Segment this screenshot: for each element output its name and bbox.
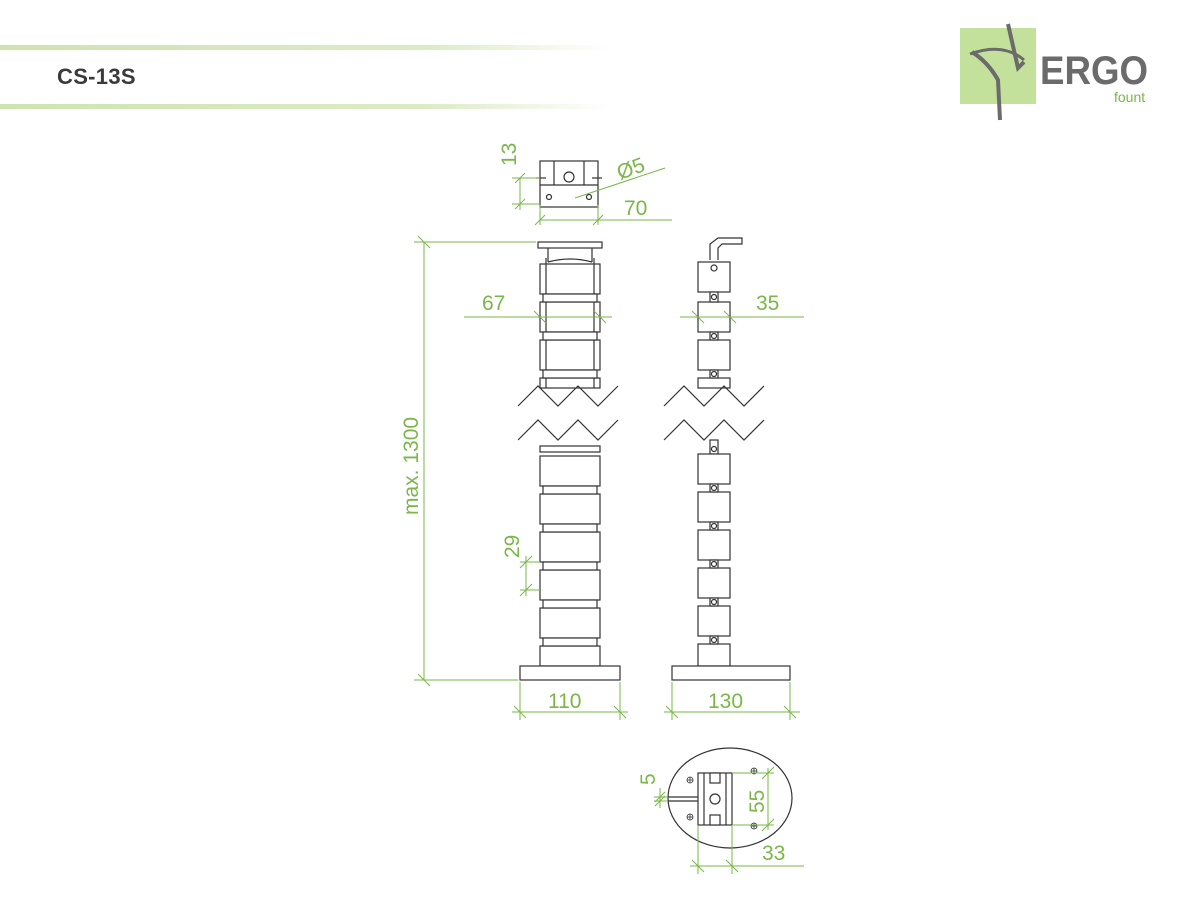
base-center-hole bbox=[709, 793, 721, 805]
dim-base-width-front: 110 bbox=[548, 690, 581, 713]
dim-base-plate-height: 55 bbox=[746, 790, 769, 813]
base-plate-view bbox=[667, 747, 793, 849]
top-cap-view bbox=[536, 160, 602, 208]
front-dimensions bbox=[414, 235, 628, 720]
logo-figure-icon bbox=[1006, 23, 1026, 72]
front-segments-upper bbox=[539, 258, 601, 389]
side-dimensions bbox=[664, 310, 804, 720]
logo-arc-icon bbox=[969, 47, 1025, 62]
cap-center-hole bbox=[563, 171, 575, 183]
front-view bbox=[517, 241, 621, 681]
dim-segment-width: 67 bbox=[482, 292, 505, 315]
dim-base-width-side: 130 bbox=[708, 690, 743, 713]
top-cap-dimensions bbox=[512, 167, 672, 226]
product-code-title: CS-13S bbox=[57, 64, 136, 89]
dim-max-height: max. 1300 bbox=[400, 417, 423, 515]
side-view bbox=[663, 237, 791, 681]
dim-top-width: 70 bbox=[624, 197, 647, 220]
logo-sub-text: fount bbox=[1114, 89, 1145, 105]
side-segments-lower bbox=[697, 439, 731, 667]
side-segments-upper bbox=[697, 261, 731, 389]
logo-brand-text: ERGO bbox=[1040, 49, 1148, 93]
dim-base-plate-width: 33 bbox=[762, 842, 785, 865]
header-band-top bbox=[0, 45, 610, 50]
front-segments-lower bbox=[539, 445, 601, 667]
dim-hole-diameter: Ø5 bbox=[614, 154, 648, 185]
ergo-fount-logo: ERGO fount bbox=[960, 23, 1148, 121]
logo-swoosh-icon bbox=[970, 50, 1002, 121]
side-base bbox=[671, 665, 791, 681]
dim-segment-pitch: 29 bbox=[501, 535, 524, 558]
front-base bbox=[519, 665, 621, 681]
header-band-bottom bbox=[0, 104, 610, 109]
dim-top-height: 13 bbox=[498, 143, 521, 166]
base-plate-dimensions bbox=[654, 766, 804, 874]
dim-base-slot: 5 bbox=[637, 773, 660, 785]
dim-segment-depth: 35 bbox=[756, 292, 779, 315]
